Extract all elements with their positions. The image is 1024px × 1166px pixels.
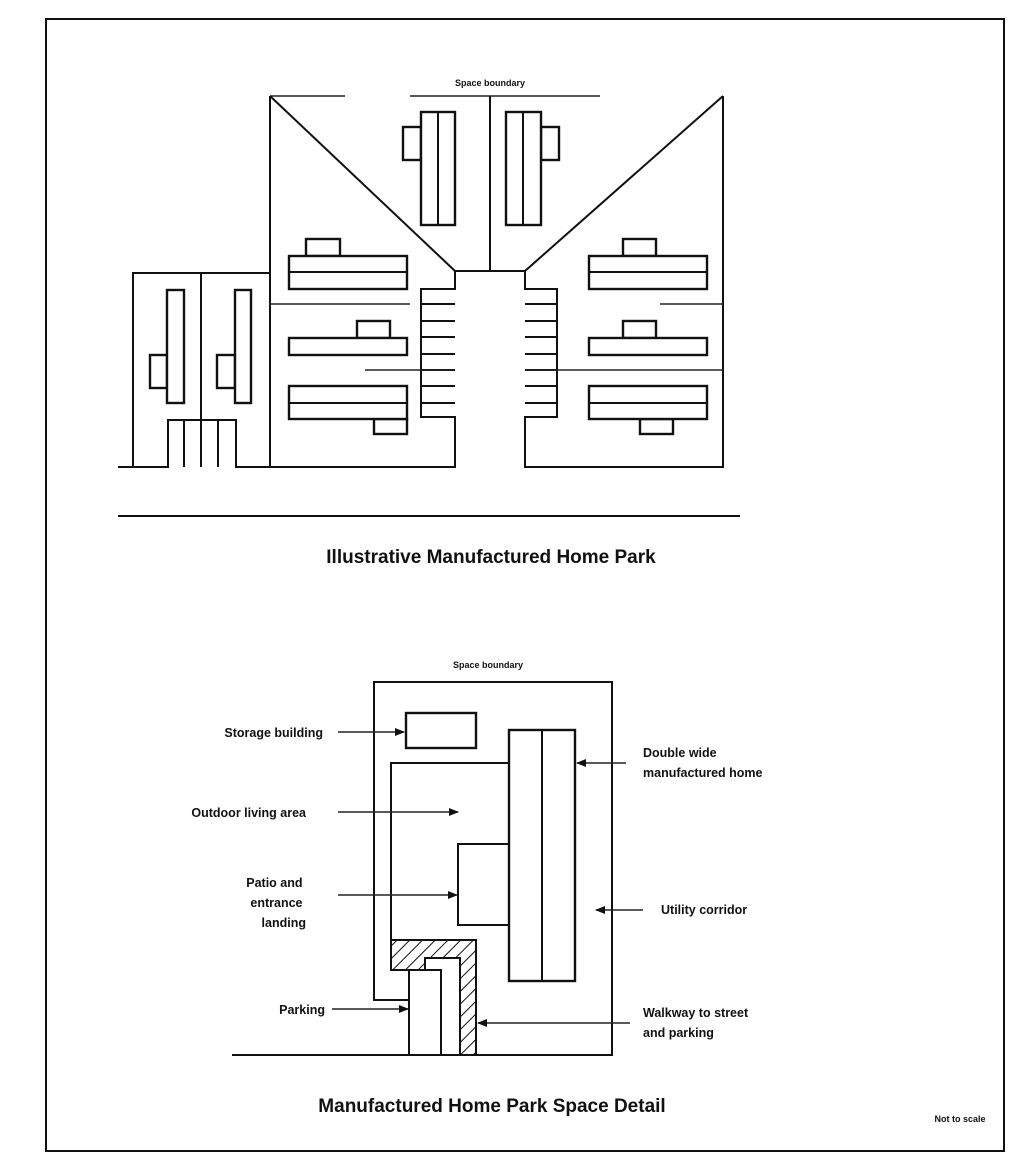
- outdoor-living-area-outline: [390, 762, 509, 970]
- parking-space: [408, 969, 442, 1055]
- parking-stalls-right: [525, 303, 557, 404]
- space-detail-diagram: Space boundary Storage building Outdoor: [191, 660, 762, 1117]
- home-right-1: [587, 237, 709, 291]
- home-top-left: [401, 110, 457, 227]
- illustrative-park-diagram: Space boundary: [118, 78, 740, 568]
- label-storage-building: Storage building: [224, 726, 323, 740]
- label-double-wide: Double wide manufactured home: [643, 746, 763, 780]
- space-boundary-label-bottom: Space boundary: [453, 660, 523, 670]
- home-right-3: [587, 384, 709, 436]
- road-outline: [269, 96, 724, 468]
- label-patio: Patio and entrance landing: [246, 876, 306, 930]
- home-top-right: [504, 110, 561, 227]
- figure-frame: [45, 18, 1005, 1152]
- patio-landing: [457, 843, 509, 926]
- label-parking: Parking: [279, 1003, 325, 1017]
- walkway: [390, 939, 477, 1056]
- home-right-2: [587, 319, 709, 357]
- scale-note: Not to scale: [934, 1114, 985, 1124]
- bottom-diagram-caption: Manufactured Home Park Space Detail: [318, 1096, 665, 1117]
- lot-line-diagonal-left: [269, 95, 456, 272]
- label-utility-corridor: Utility corridor: [661, 903, 747, 917]
- label-walkway: Walkway to street and parking: [643, 1006, 752, 1040]
- home-left-1: [287, 237, 409, 291]
- home-left-2: [287, 319, 409, 357]
- top-diagram-caption: Illustrative Manufactured Home Park: [326, 547, 656, 568]
- home-left-3: [287, 384, 409, 436]
- storage-building: [404, 711, 478, 750]
- space-boundary-label-top: Space boundary: [455, 78, 525, 88]
- lot-line-diagonal-right: [524, 95, 724, 272]
- left-lots: [118, 272, 270, 468]
- label-outdoor-living-area: Outdoor living area: [191, 806, 307, 820]
- parking-stalls-left: [421, 303, 455, 404]
